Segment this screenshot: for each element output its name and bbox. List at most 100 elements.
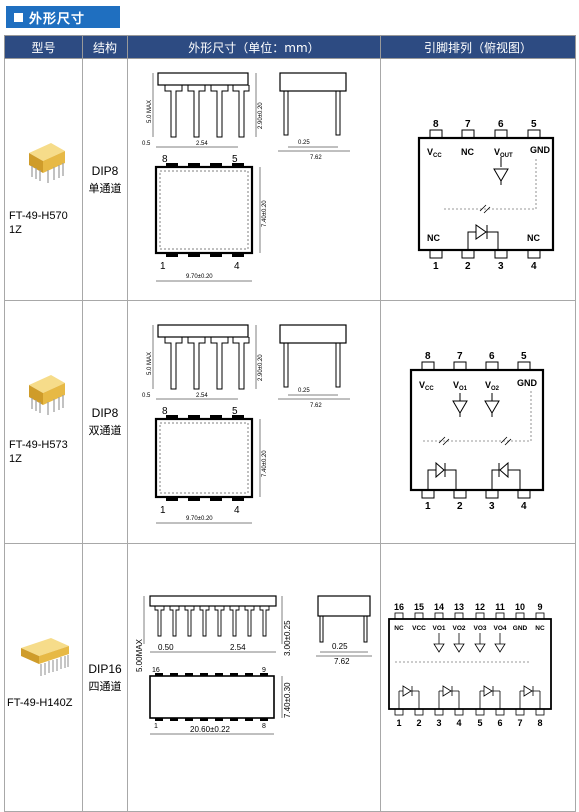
pin-num: 13: [454, 602, 464, 612]
table-header-row: 型号 结构 外形尺寸（单位：mm） 引脚排列（俯视图）: [4, 35, 576, 59]
pin-num: 7: [517, 718, 522, 728]
label-gnd: GND: [530, 145, 551, 155]
dim-row-spacing: 7.62: [310, 155, 322, 161]
pin-num: 3: [436, 718, 441, 728]
label-gnd: GND: [517, 378, 538, 388]
dim-lead: 0.50: [158, 643, 174, 652]
pin-num: 3: [489, 501, 495, 512]
pin-num: 14: [434, 602, 444, 612]
pin-num: 6: [498, 119, 504, 130]
pin-num: 15: [414, 602, 424, 612]
dim-row-spacing: 7.62: [334, 657, 350, 666]
section-title-badge: 外形尺寸: [6, 6, 120, 28]
label-vcc: VCC: [412, 625, 426, 632]
pin-label-br: 4: [234, 261, 240, 272]
dim-height: 3.00±0.25: [283, 620, 292, 656]
pin-num: 5: [521, 351, 527, 362]
pin-num: 2: [465, 261, 471, 272]
pin-label-tr: 5: [232, 154, 238, 165]
dim-body-length: 9.70±0.20: [186, 516, 213, 522]
model-name: FT-49-H570 1Z: [9, 210, 68, 236]
pin-label-tr: 5: [232, 406, 238, 417]
pin-num: 1: [433, 261, 439, 272]
label-vo2: VO2: [452, 625, 465, 632]
pin-label-tr: 9: [262, 667, 266, 674]
label-vo4: VO4: [493, 625, 506, 632]
pinout-diagram-1: 8 7 6 5 1 2 3 4 VCC NC VOUT: [417, 119, 555, 272]
pin-num: 8: [537, 718, 542, 728]
label-vo1: VO1: [453, 380, 468, 392]
pin-label-bl: 1: [154, 723, 158, 730]
pin-label-bl: 1: [160, 505, 166, 516]
channel-type: 单通道: [88, 181, 122, 195]
structure-cell: DIP8 双通道: [82, 300, 128, 544]
label-vcc: VCC: [419, 380, 434, 392]
package-type: DIP8: [91, 163, 119, 178]
pin-label-tl: 8: [162, 154, 168, 165]
pin-label-br: 4: [234, 505, 240, 516]
pin-num: 8: [433, 119, 439, 130]
dim-lead: 0.5: [142, 393, 151, 399]
dim-pitch: 2.54: [196, 141, 208, 147]
model-cell: FT-49-H140Z: [4, 543, 83, 812]
model-cell: FT-49-H570 1Z: [4, 58, 83, 301]
dip8-chip-image: [29, 375, 65, 415]
pin-num: 11: [495, 602, 505, 612]
dim-max-height: 5.00MAX: [135, 638, 144, 672]
table-row: FT-49-H573 1Z DIP8 双通道 5.0 MAX 0.5: [4, 300, 576, 544]
channel-type: 双通道: [88, 424, 122, 437]
dim-height: 2.90±0.20: [258, 354, 264, 381]
label-nc: NC: [461, 147, 474, 157]
header-model: 型号: [4, 35, 83, 59]
dim-lead-thickness: 0.25: [298, 388, 310, 394]
label-vout: VOUT: [494, 147, 513, 159]
pinout-cell: 8 7 6 5 1 2 3 4 VCC VO1 VO2: [380, 300, 576, 544]
pin-label-tl: 8: [162, 406, 168, 417]
pin-num: 5: [477, 718, 482, 728]
dip16-chip-image: [21, 638, 69, 676]
pin-num: 6: [489, 351, 495, 362]
package-type: DIP16: [88, 661, 122, 676]
dip16-dimension-drawing: 5.00MAX 0.50 2.54 3.00±0.25 0.25 7.62 16…: [135, 595, 372, 735]
dimension-drawing-cell: 5.0 MAX 0.5 2.54 2.90±0.20 0.25 7.62 8 5: [127, 300, 381, 544]
pinout-diagram-3: 16 15 14 13 12 11 10 9 1 2 3 4 5 6 7 8: [388, 602, 552, 728]
label-nc: NC: [394, 625, 404, 632]
label-vo3: VO3: [473, 625, 486, 632]
dim-body-width: 7.40±0.20: [262, 200, 268, 227]
label-nc-right: NC: [527, 233, 540, 243]
pin-num: 5: [531, 119, 537, 130]
model-name: FT-49-H140Z: [7, 697, 73, 709]
table-row: FT-49-H570 1Z DIP8 单通道 5.0 MAX 0.5: [4, 58, 576, 301]
dim-pitch: 2.54: [230, 643, 246, 652]
header-pinout: 引脚排列（俯视图）: [380, 35, 576, 59]
dimensions-table: 型号 结构 外形尺寸（单位：mm） 引脚排列（俯视图） FT-49-H570 1…: [4, 35, 576, 812]
pin-num: 1: [396, 718, 401, 728]
structure-cell: DIP16 四通道: [82, 543, 128, 812]
label-vo2: VO2: [485, 380, 500, 392]
label-nc-right: NC: [535, 625, 545, 632]
pin-num: 2: [416, 718, 421, 728]
pin-num: 7: [457, 351, 463, 362]
dimension-drawing-cell: 5.00MAX 0.50 2.54 3.00±0.25 0.25 7.62 16…: [127, 543, 381, 812]
section-title: 外形尺寸: [29, 11, 86, 27]
pin-num: 2: [457, 501, 463, 512]
pin-num: 8: [425, 351, 431, 362]
label-vo1: VO1: [432, 625, 445, 632]
dim-body-length: 20.60±0.22: [190, 725, 231, 734]
channel-type: 四通道: [88, 679, 122, 693]
pin-num: 1: [425, 501, 431, 512]
pin-num: 12: [475, 602, 485, 612]
dim-height: 2.90±0.20: [258, 102, 264, 129]
dim-lead-thickness: 0.25: [332, 642, 348, 651]
package-type: DIP8: [91, 406, 119, 420]
dip8-chip-image: [29, 143, 65, 183]
label-gnd: GND: [513, 625, 528, 632]
pin-num: 4: [456, 718, 461, 728]
pin-num: 9: [537, 602, 542, 612]
pin-num: 4: [531, 261, 537, 272]
model-name: FT-49-H573 1Z: [9, 439, 68, 465]
square-bullet-icon: [14, 12, 23, 22]
pin-num: 7: [465, 119, 471, 130]
dimension-drawing-cell: 5.0 MAX 0.5 2.54 2.90±0.20 0.25 7.62 8 5: [127, 58, 381, 301]
pinout-cell: 16 15 14 13 12 11 10 9 1 2 3 4 5 6 7 8: [380, 543, 576, 812]
